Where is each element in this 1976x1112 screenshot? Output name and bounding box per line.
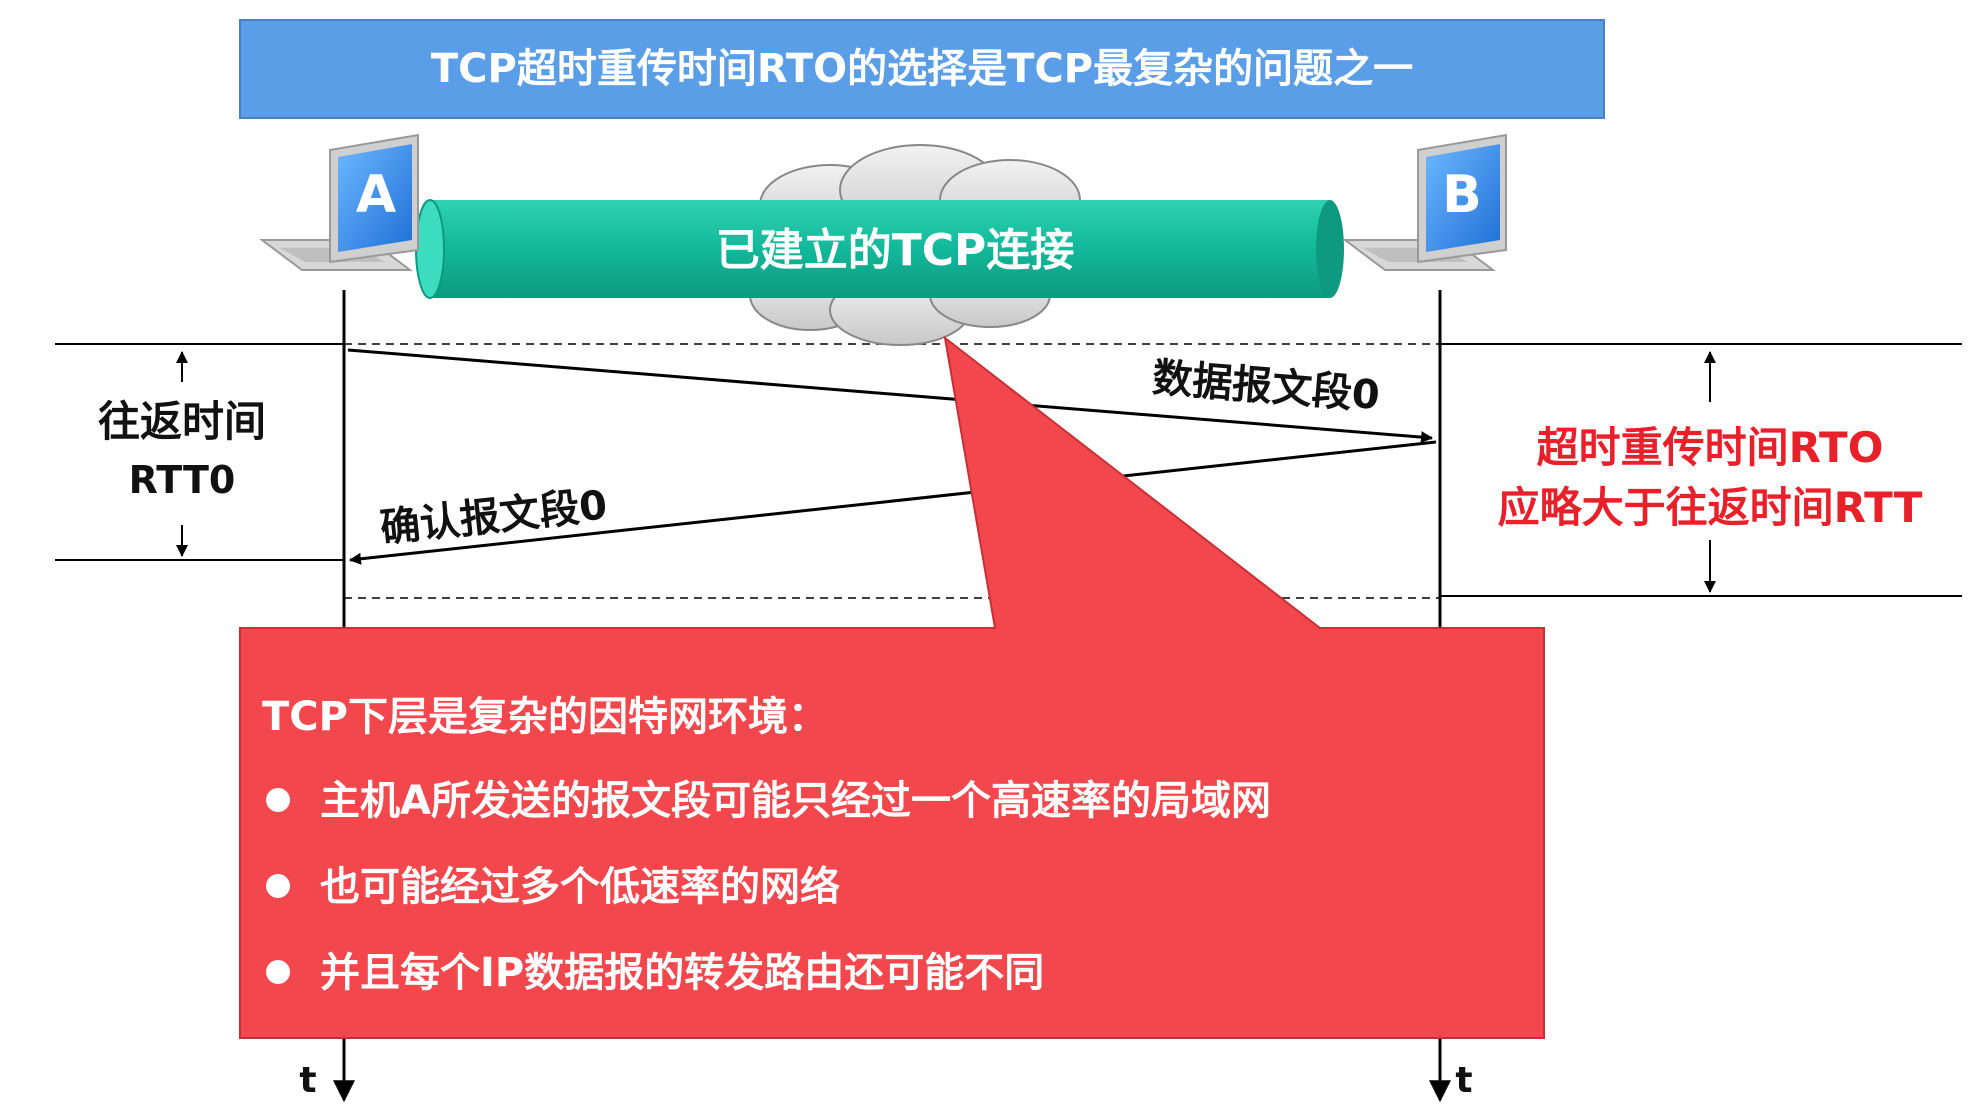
time-axis-label-a: t: [299, 1060, 316, 1101]
callout-bullet-2: 也可能经过多个低速率的网络: [320, 864, 840, 910]
rto-bracket: 超时重传时间RTO 应略大于往返时间RTT: [1498, 351, 1923, 593]
laptop-b-icon: [1342, 133, 1507, 271]
ack-segment-arrow: 确认报文段0: [349, 440, 1437, 565]
callout-bullet-3: 并且每个IP数据报的转发路由还可能不同: [320, 950, 1044, 996]
host-b-laptop: B: [1342, 133, 1507, 271]
ack-segment-label: 确认报文段0: [378, 482, 609, 552]
title-text: TCP超时重传时间RTO的选择是TCP最复杂的问题之一: [431, 46, 1413, 92]
data-segment-label: 数据报文段0: [1151, 355, 1382, 419]
rtt-bracket: 往返时间 RTT0: [98, 351, 266, 557]
data-segment-arrow: 数据报文段0: [347, 348, 1433, 444]
rto-label-line2: 应略大于往返时间RTT: [1498, 483, 1923, 532]
rto-label-line1: 超时重传时间RTO: [1537, 423, 1884, 472]
rtt-label-line1: 往返时间: [98, 397, 266, 446]
bullet-dot: [266, 960, 290, 984]
rtt-label-line2: RTT0: [129, 458, 236, 502]
bullet-dot: [266, 874, 290, 898]
host-a-laptop: A: [259, 133, 419, 271]
title-banner: TCP超时重传时间RTO的选择是TCP最复杂的问题之一: [239, 19, 1605, 119]
host-b-label: B: [1442, 165, 1482, 225]
host-a-label: A: [356, 165, 396, 225]
internet-environment-callout: TCP下层是复杂的因特网环境： 主机A所发送的报文段可能只经过一个高速率的局域网…: [239, 335, 1545, 1039]
time-axis-label-b: t: [1455, 1060, 1472, 1101]
callout-heading: TCP下层是复杂的因特网环境：: [262, 694, 828, 740]
bullet-dot: [266, 788, 290, 812]
tcp-connection-pipe: 已建立的TCP连接: [415, 199, 1344, 299]
connection-label: 已建立的TCP连接: [716, 225, 1075, 276]
callout-bullet-1: 主机A所发送的报文段可能只经过一个高速率的局域网: [320, 778, 1271, 824]
laptop-a-icon: [259, 133, 419, 271]
